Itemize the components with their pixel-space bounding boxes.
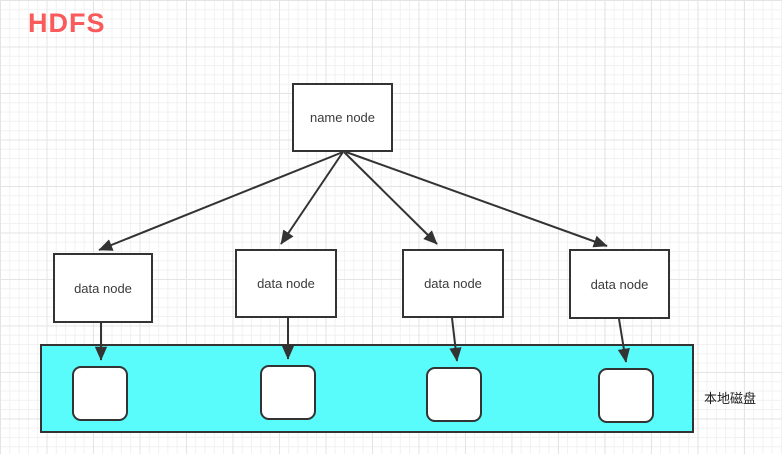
- disk-shape-1: [72, 366, 128, 421]
- data-node-label-2: data node: [257, 276, 315, 291]
- data-node-box-3: data node: [402, 249, 504, 318]
- name-node-label: name node: [309, 110, 376, 125]
- disk-shape-2: [260, 365, 316, 420]
- disk-shape-3: [426, 367, 482, 422]
- data-node-label-3: data node: [424, 276, 482, 291]
- data-node-box-4: data node: [569, 249, 670, 319]
- data-node-box-1: data node: [53, 253, 153, 323]
- local-disk-label: 本地磁盘: [704, 391, 757, 406]
- data-node-label-1: data node: [74, 280, 132, 296]
- disk-shape-4: [598, 368, 654, 423]
- name-node-box: name node: [292, 83, 393, 152]
- data-node-box-2: data node: [235, 249, 337, 318]
- local-disk-band: [40, 344, 694, 433]
- diagram-title: HDFS: [28, 8, 106, 38]
- arrow-namenode-to-datanode-4: [345, 151, 608, 248]
- arrow-namenode-to-datanode-1: [98, 151, 344, 251]
- data-node-label-4: data node: [590, 276, 649, 292]
- arrow-namenode-to-datanode-2: [280, 151, 344, 245]
- arrow-namenode-to-datanode-3: [343, 151, 438, 245]
